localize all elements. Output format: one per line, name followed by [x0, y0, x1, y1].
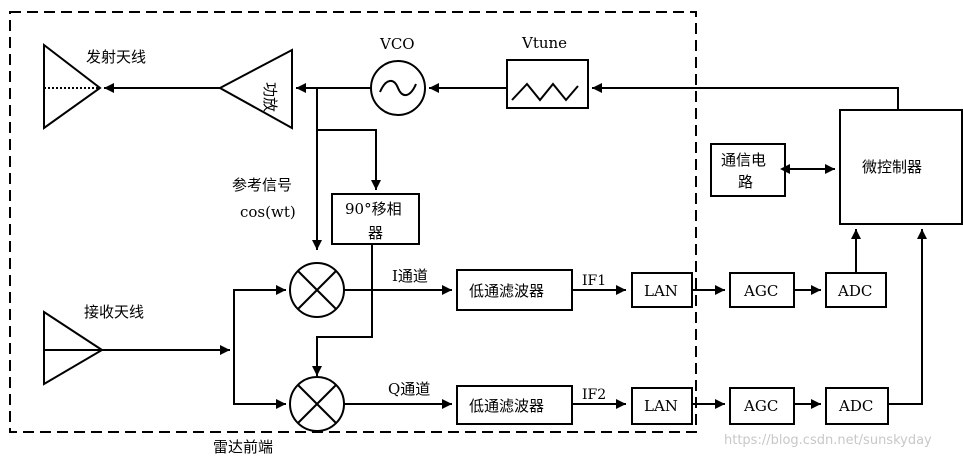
mcu-to-vtune-line [592, 83, 899, 110]
radar-frontend-label: 雷达前端 [213, 438, 273, 456]
agc-i-label: AGC [743, 282, 778, 300]
lan-i-label: LAN [644, 282, 678, 300]
tx-antenna-label: 发射天线 [86, 48, 146, 66]
radar-frontend-boundary [9, 11, 697, 433]
i-channel-label: I通道 [392, 267, 428, 285]
power-amplifier-label: 功放 [261, 82, 279, 112]
comm-circuit-label-line2: 路 [738, 173, 753, 191]
if1-label: IF1 [582, 273, 606, 289]
watermark-text: https://blog.csdn.net/sunskyday [724, 433, 932, 448]
q-channel-label: Q通道 [388, 380, 430, 398]
power-amplifier [217, 48, 293, 130]
vtune-box [506, 59, 589, 109]
adc-i-label: ADC [837, 282, 872, 300]
adc-q-to-mcu-line [888, 229, 927, 405]
ref-to-shifter-line [317, 129, 381, 190]
q-mixer [289, 376, 345, 432]
triangle-wave-icon [511, 82, 579, 102]
mcu-box [839, 109, 963, 225]
lan-q-box [631, 387, 693, 425]
lpf-i-box [456, 269, 573, 311]
adc-q-label: ADC [838, 397, 873, 415]
rx-antenna [43, 310, 104, 386]
lpf-q-box [456, 385, 573, 425]
sine-wave-icon [379, 80, 417, 96]
phase-shifter-label-line1: 90°移相 [345, 200, 402, 218]
agc-q-box [729, 387, 795, 425]
split-to-i-mixer-line [233, 285, 286, 350]
phase-shifter-box [331, 193, 420, 245]
agc-i-box [729, 272, 795, 308]
mcu-label: 微控制器 [862, 158, 922, 176]
comm-circuit-box [710, 143, 786, 197]
tx-antenna [43, 42, 102, 130]
adc-q-box [825, 387, 889, 425]
ref-signal-label: 参考信号 [232, 176, 292, 194]
agc-q-label: AGC [743, 397, 778, 415]
rx-antenna-label: 接收天线 [84, 303, 144, 321]
if2-label: IF2 [582, 387, 606, 403]
vtune-label: Vtune [521, 34, 567, 52]
lpf-q-label: 低通滤波器 [469, 397, 544, 415]
i-mixer [289, 262, 345, 318]
phase-shifter-label-line2: 器 [368, 224, 383, 242]
vco-label: VCO [379, 35, 415, 53]
lan-i-box [631, 272, 693, 308]
lpf-i-label: 低通滤波器 [469, 282, 544, 300]
split-to-q-mixer-line [233, 350, 286, 409]
cos-label: cos(wt) [240, 203, 296, 221]
comm-circuit-label-line1: 通信电 [721, 151, 766, 169]
lan-q-label: LAN [644, 397, 678, 415]
